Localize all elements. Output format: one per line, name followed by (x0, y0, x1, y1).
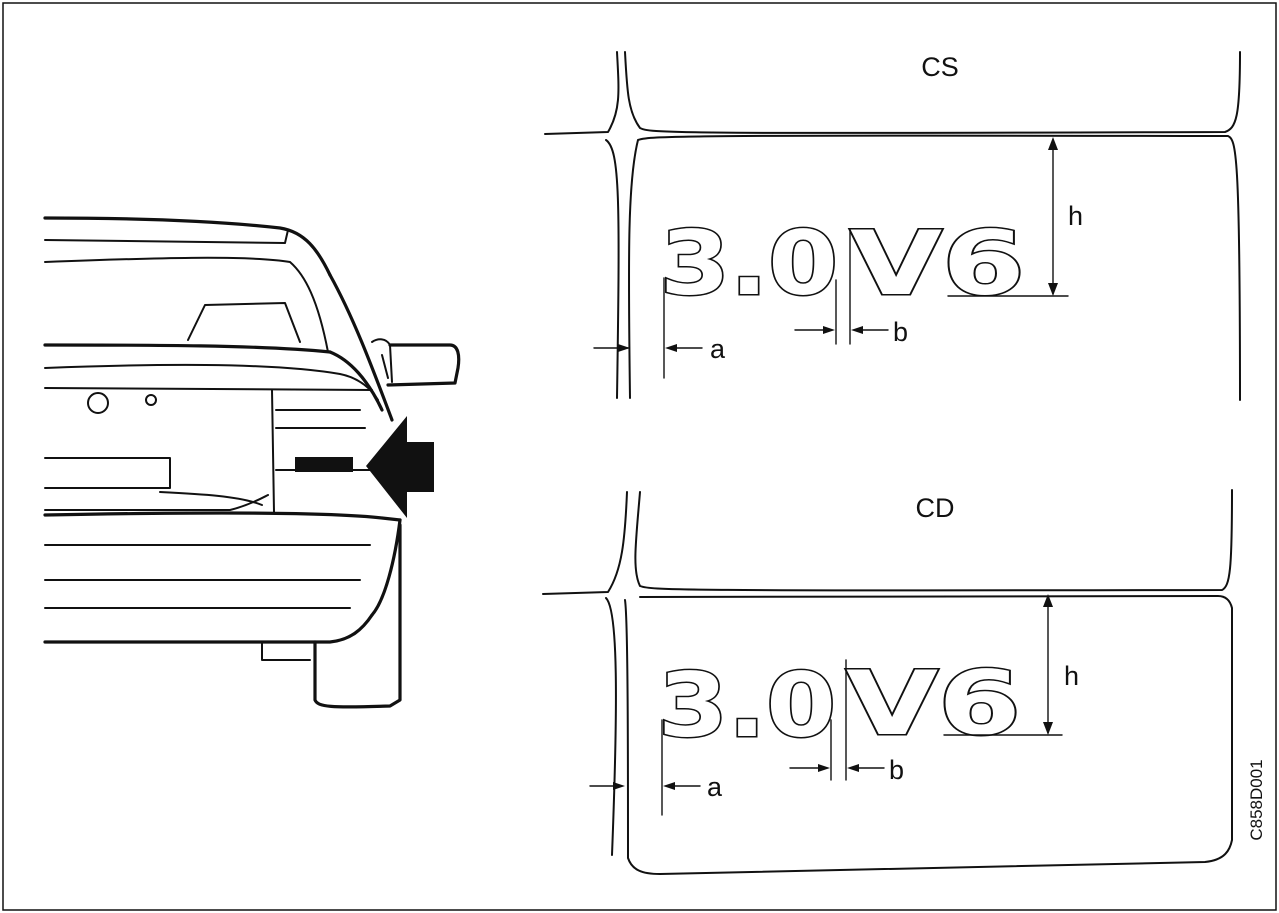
dimension-b-cs: b (893, 317, 908, 347)
dimension-a-cd: a (707, 772, 723, 802)
variant-label-cs: CS (921, 52, 959, 82)
dimension-b-cd: b (889, 755, 904, 785)
location-arrow-icon (366, 416, 434, 518)
panel-cd: CD 3.0 V6 h a b (542, 489, 1233, 875)
dimension-h-cs: h (1068, 201, 1083, 231)
figure-code: C858D001 (1247, 759, 1266, 840)
dimension-h-cd: h (1064, 661, 1079, 691)
badge-numeral-cd: 3.0 (658, 654, 836, 757)
variant-label-cd: CD (916, 493, 955, 523)
badge-numeral-cs: 3.0 (660, 212, 838, 315)
car-rear-illustration (43, 216, 461, 709)
panel-cs: CS 3.0 V6 h a b (544, 51, 1241, 401)
dimension-a-cs: a (710, 334, 726, 364)
badge-engine-cd: V6 (846, 652, 1021, 755)
badge-engine-cs: V6 (850, 212, 1025, 315)
